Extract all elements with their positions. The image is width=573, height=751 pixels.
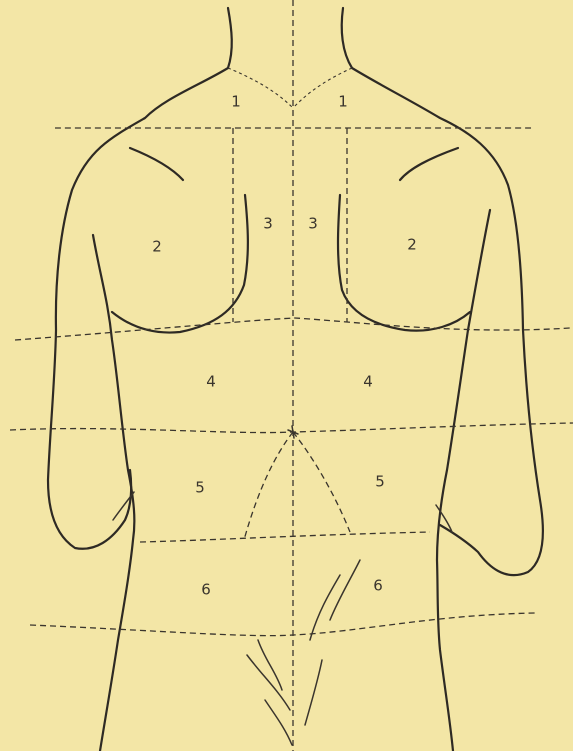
region-label-3-right: 3: [308, 217, 318, 232]
right-scapula-inner: [338, 195, 470, 331]
region-label-4-right: 4: [363, 375, 373, 390]
left-scapula-top: [130, 148, 183, 180]
left-scapula-inner: [112, 195, 248, 333]
right-gluteal-stroke-2: [330, 560, 360, 620]
right-scapula-top: [400, 148, 458, 180]
neck-right-outline: [342, 8, 352, 68]
region-label-1-left: 1: [231, 95, 241, 110]
region-label-2-left: 2: [152, 240, 162, 255]
region-label-4-left: 4: [206, 375, 216, 390]
right-shoulder-arm-outline: [352, 68, 543, 575]
region-label-1-right: 1: [338, 95, 348, 110]
left-armpit-crease: [113, 492, 134, 520]
lumbar-right-dash: [293, 432, 350, 532]
region-label-5-right: 5: [375, 475, 385, 490]
region-label-2-right: 2: [407, 238, 417, 253]
right-gluteal-stroke-3: [305, 660, 322, 725]
region-label-5-left: 5: [195, 481, 205, 496]
region-label-3-left: 3: [263, 217, 273, 232]
neck-left-outline: [228, 8, 232, 68]
lumbar-left-dash: [244, 432, 293, 540]
region-label-6-left: 6: [201, 583, 211, 598]
boundary-hip: [30, 613, 535, 636]
right-torso-side: [437, 210, 490, 751]
boundary-waist-lower: [140, 532, 430, 542]
region-label-6-right: 6: [373, 579, 383, 594]
left-shoulder-arm-outline: [48, 68, 228, 549]
